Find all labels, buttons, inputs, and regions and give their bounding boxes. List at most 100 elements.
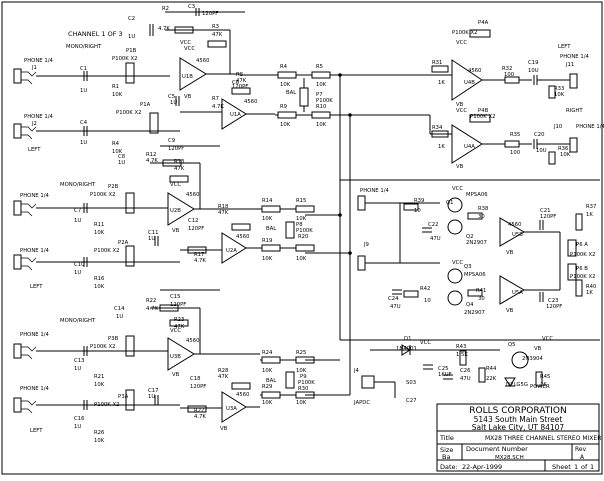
label-r25: R25 (296, 350, 306, 356)
label-c13: C13 (74, 358, 84, 364)
label-p2b: P2B (108, 184, 119, 190)
label-r20: R20 (298, 234, 309, 240)
label-c15v: 120PF (170, 302, 186, 308)
label-r45: R45 (540, 374, 550, 380)
label-r15v: 10K (296, 216, 307, 222)
label-d1: D1 (404, 336, 411, 342)
label-q5n: 2N3904 (522, 356, 543, 362)
label-r41v: 30 (478, 296, 485, 302)
label-vcc-h: VCC (420, 340, 431, 346)
label-r23v: 47K (174, 324, 185, 330)
label-r43: R43 (456, 344, 466, 350)
company-street: 5143 South Main Street (474, 415, 563, 424)
label-p1bv: P100K X2 (112, 56, 137, 62)
label-r44v: 22K (486, 376, 497, 382)
label-p4av: P100K X2 (452, 30, 477, 36)
label-r23: R23 (174, 317, 184, 323)
label-vb-d: VB (456, 102, 464, 108)
label-r43v: 1.5K (456, 352, 468, 358)
label-u3b: U3B (170, 354, 181, 360)
label-r39: R39 (414, 198, 424, 204)
label-r18: R18 (218, 204, 229, 210)
label-vb-e: VB (456, 164, 464, 170)
label-p8: P8 (296, 222, 303, 228)
label-vb-i: VB (220, 426, 228, 432)
label-u5a: U5A (512, 290, 523, 296)
label-r28: R28 (218, 368, 229, 374)
label-r10v: 10K (316, 122, 327, 128)
label-p6b: P6 B (576, 266, 588, 272)
label-p8v: P100K (296, 228, 313, 234)
label-r36: R36 (558, 146, 569, 152)
label-c5: C5 (168, 94, 175, 100)
label-ch1-phone-a: PHONE 1/4 (24, 58, 53, 64)
label-c24v: 47U (390, 304, 401, 310)
label-c11: C11 (148, 230, 158, 236)
of-label: of (581, 463, 588, 471)
label-vcc-a: VCC (180, 40, 191, 46)
label-ch2-left: LEFT (30, 284, 43, 290)
label-p9v: P100K (298, 380, 315, 386)
label-p7: P7 (316, 92, 323, 98)
label-vb-f: VB (506, 250, 514, 256)
label-u1a: U1A (230, 112, 241, 118)
sheet-value: 1 (574, 463, 578, 471)
label-r34v: 1K (438, 144, 445, 150)
label-vcc-c: VCC (170, 328, 181, 334)
label-q3: Q3 (464, 264, 472, 270)
label-c14: C14 (114, 306, 125, 312)
label-c6: C6 (232, 80, 240, 86)
label-r11v: 10K (94, 230, 105, 236)
label-j9: J9 (363, 242, 369, 248)
label-r4b: R4 (112, 141, 120, 147)
label-ch3-phone-b: PHONE 1/4 (20, 386, 49, 392)
label-c5v: 1U (170, 100, 177, 106)
label-vcc-f: VCC (452, 186, 463, 192)
label-vb-c: VB (172, 372, 180, 378)
label-c17v: 1U (148, 394, 155, 400)
label-j4: J4 (353, 368, 360, 374)
title-label: Title (439, 434, 454, 442)
label-r5: R5 (316, 64, 323, 70)
title-block (436, 403, 600, 472)
label-r38v: 30 (478, 214, 485, 220)
label-r22v: 4.7K (146, 306, 158, 312)
label-c10v: 1U (74, 270, 81, 276)
label-ch1-mono: MONO/RIGHT (66, 44, 102, 50)
label-r3: R3 (212, 24, 219, 30)
label-c2v: 1U (128, 34, 135, 40)
label-r37v: 1K (586, 212, 593, 218)
label-r31: R31 (432, 60, 442, 66)
label-u1an: 4560 (244, 99, 258, 105)
label-bal2: BAL (266, 226, 276, 232)
label-power: POWER (530, 384, 550, 390)
label-r34: R34 (432, 125, 443, 131)
company-city: Salt Lake City, UT 84107 (472, 423, 565, 432)
label-u2a: U2A (226, 248, 237, 254)
label-c26v: 47U (460, 376, 471, 382)
sheet-label: Sheet (552, 463, 571, 471)
label-p1b: P1B (126, 48, 137, 54)
label-vcc-d: VCC (456, 40, 467, 46)
label-j4n: JAPDC (353, 400, 370, 406)
label-r14v: 10K (262, 216, 273, 222)
label-r3v: 47K (212, 32, 223, 38)
label-c27: C27 (406, 398, 416, 404)
power-supply-circuit (361, 344, 543, 398)
label-q4n: 2N2907 (464, 310, 485, 316)
label-ch3-left: LEFT (30, 428, 43, 434)
label-r42: R42 (420, 286, 430, 292)
label-r15: R15 (296, 198, 306, 204)
channel-2-circuit (13, 145, 315, 271)
label-r9: R9 (280, 104, 287, 110)
label-u2bn: 4560 (186, 192, 200, 198)
label-hp-phone: PHONE 1/4 (360, 188, 389, 194)
label-u1b: U1B (182, 74, 193, 80)
label-r16v: 10K (94, 284, 105, 290)
label-ch2-mono: MONO/RIGHT (60, 182, 96, 188)
label-p9: P9 (300, 374, 307, 380)
label-p7v: P100K (316, 98, 333, 104)
label-c24: C24 (388, 296, 399, 302)
output-stage-circuit (420, 29, 578, 165)
